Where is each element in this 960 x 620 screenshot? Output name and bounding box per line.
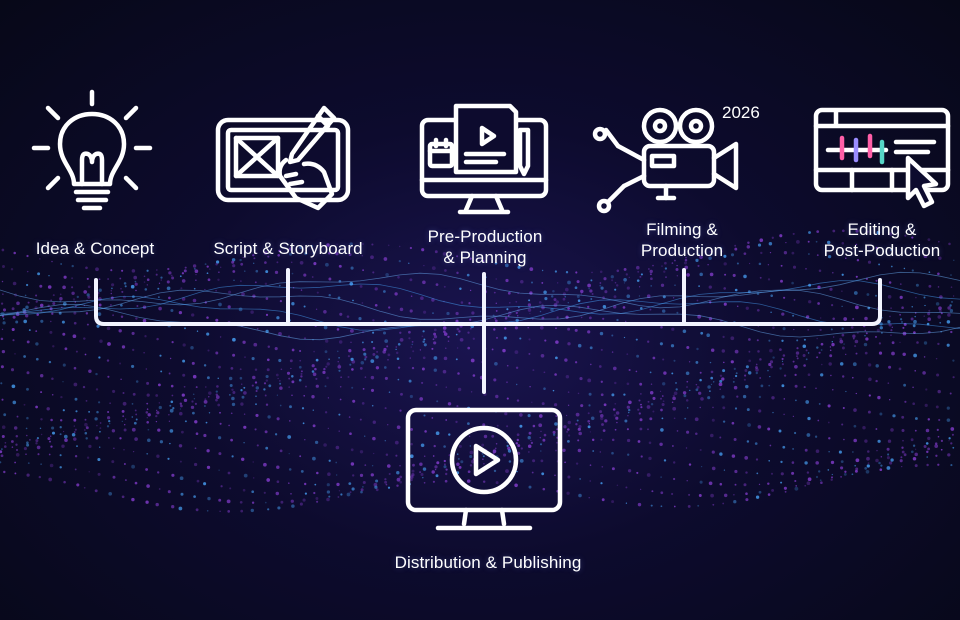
planning-monitor-icon [416, 100, 552, 220]
output-label-distribution: Distribution & Publishing [394, 553, 582, 572]
stage-label-editing: Editing & Post-Poduction [823, 220, 941, 260]
stage-label-script: Script & Storyboard [213, 239, 363, 258]
storyboard-tablet-icon [212, 104, 360, 212]
lightbulb-icon [30, 88, 154, 220]
film-camera-icon [588, 100, 756, 216]
stage-label-filming: Filming & Production [640, 220, 724, 260]
stage-label-idea: Idea & Concept [35, 239, 155, 258]
editing-timeline-icon [812, 106, 952, 210]
play-monitor-icon [402, 404, 566, 540]
year-label: 2026 [722, 103, 760, 122]
connector-bus [94, 278, 882, 326]
stage-label-preproduction: Pre-Production & Planning [427, 227, 543, 267]
